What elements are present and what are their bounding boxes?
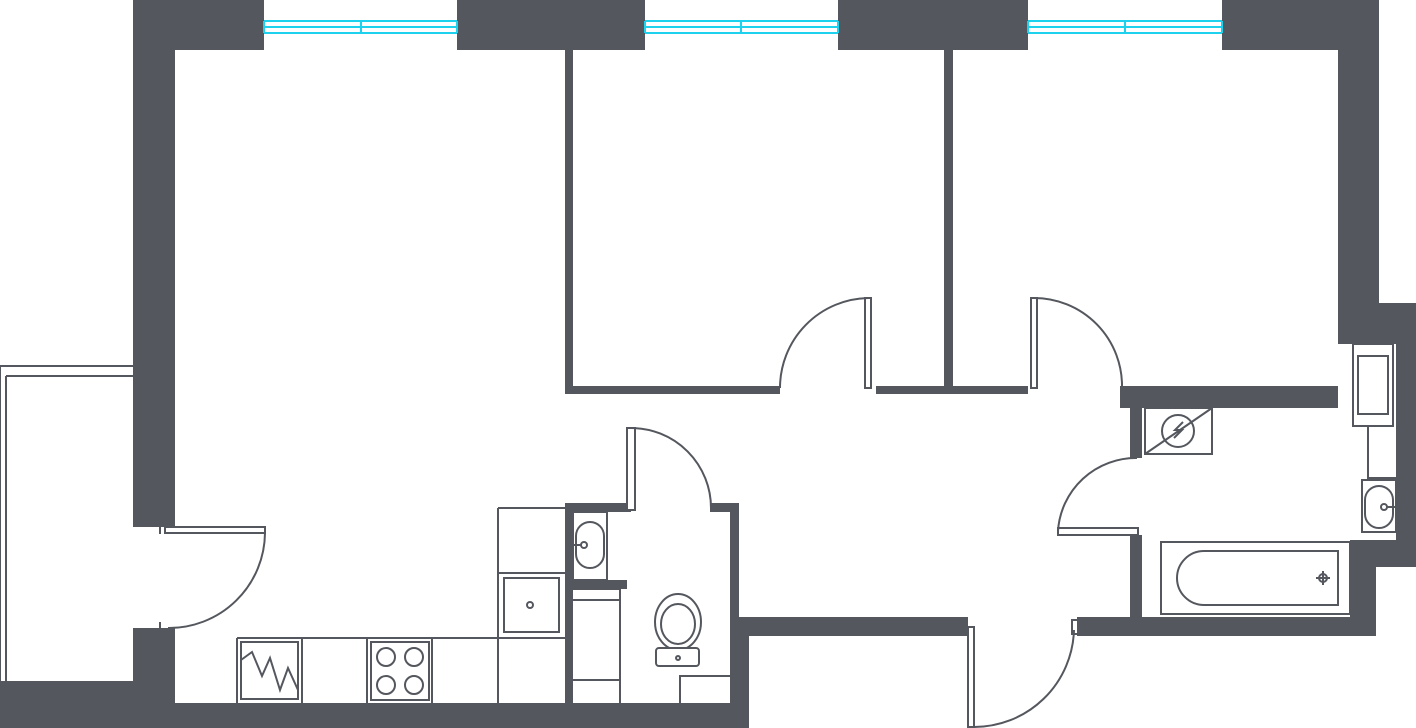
toilet-cabinet — [573, 588, 730, 703]
kitchen-counter — [236, 507, 565, 703]
toilet-bowl — [654, 593, 702, 667]
door-bathroom[interactable] — [1057, 456, 1139, 536]
window-2 — [644, 20, 839, 34]
door-toilet[interactable] — [626, 427, 712, 511]
window-3 — [1027, 20, 1223, 34]
interior-walls — [565, 50, 1338, 728]
door-balcony[interactable] — [159, 520, 266, 636]
dishwasher — [240, 641, 299, 700]
window-1 — [263, 20, 458, 34]
balcony — [0, 365, 133, 683]
bathroom-washbasin — [1361, 479, 1397, 533]
door-bedroom-2[interactable] — [1030, 297, 1124, 389]
door-bedroom-1[interactable] — [779, 297, 872, 389]
stove — [370, 641, 430, 701]
kitchen-sink — [503, 577, 560, 633]
toilet-washbasin — [572, 511, 608, 581]
towel-rail — [1352, 343, 1396, 479]
electric-heater — [1144, 407, 1213, 455]
door-entrance[interactable] — [967, 619, 1079, 728]
bathtub — [1160, 541, 1351, 615]
